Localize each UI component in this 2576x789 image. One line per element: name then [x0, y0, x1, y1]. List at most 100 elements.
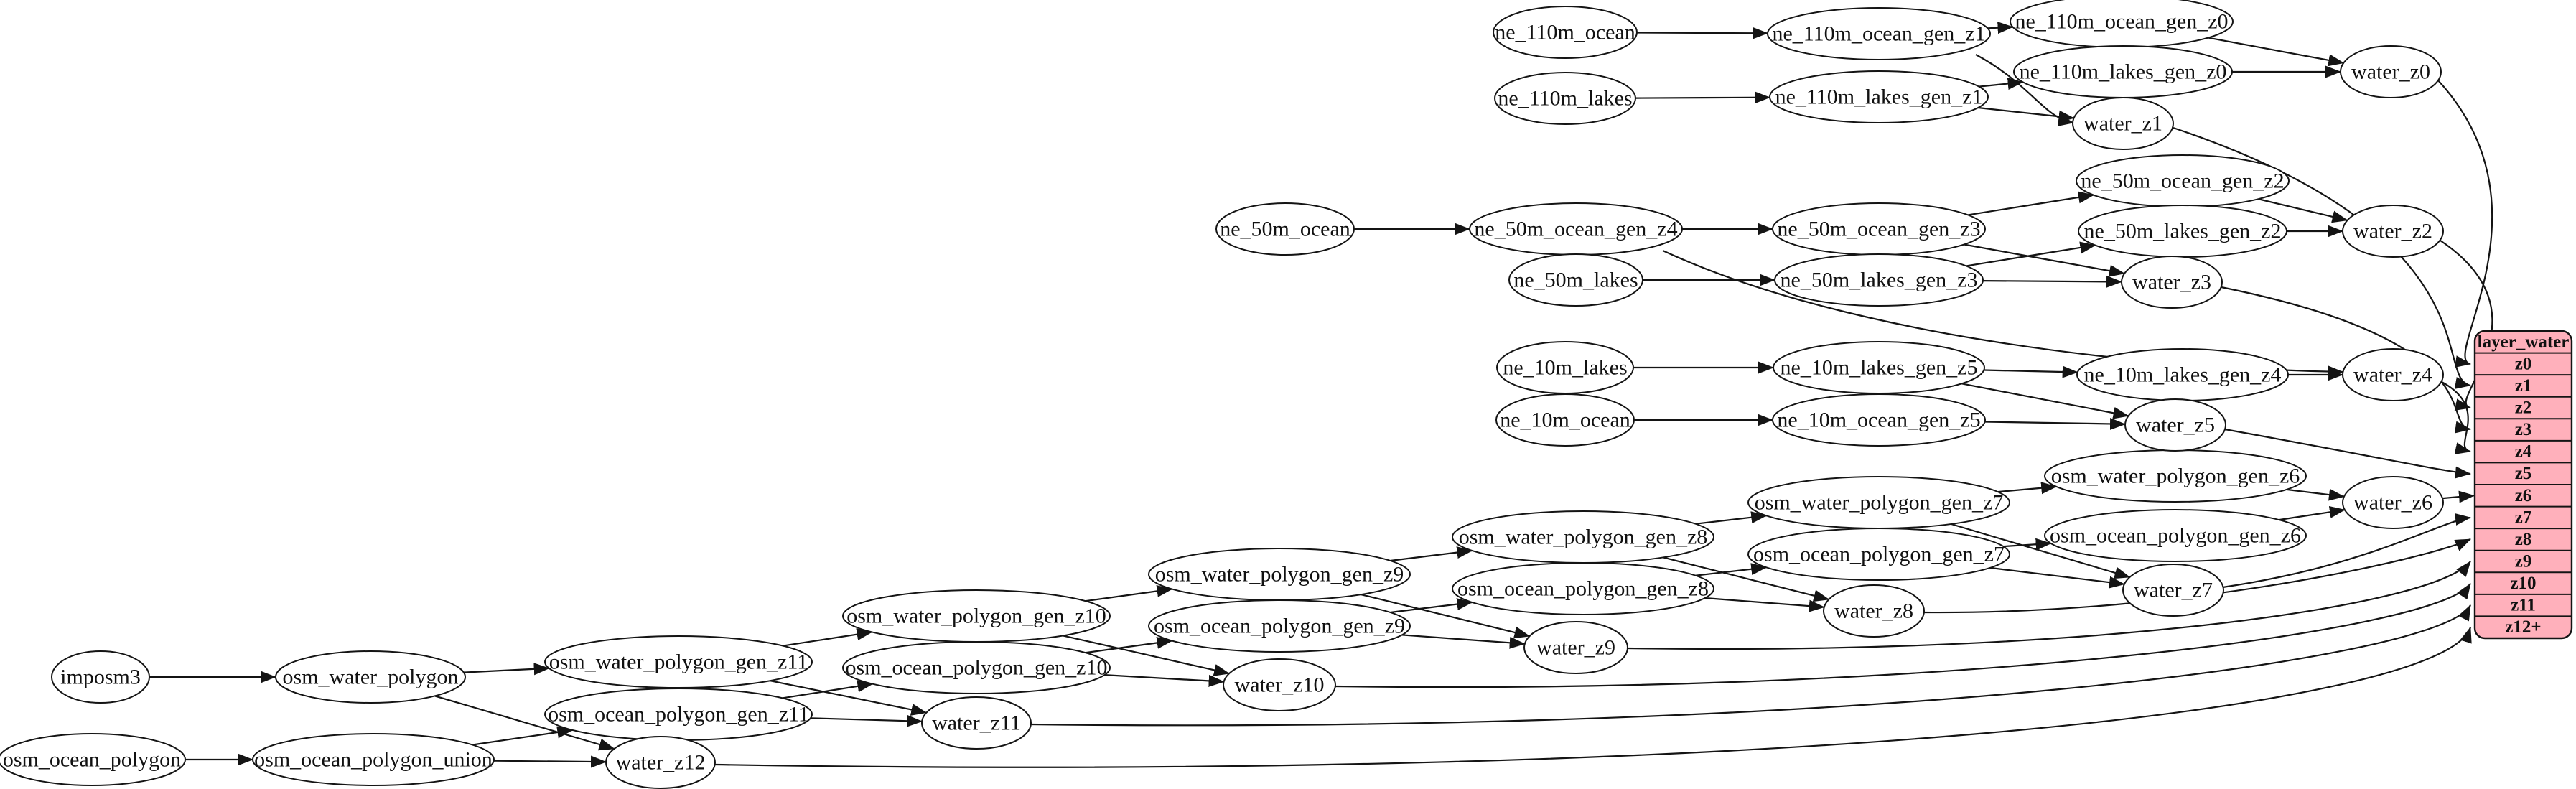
- node-label: water_z12: [616, 751, 706, 775]
- edge-ne_10m_lakes_gen_z5-water_z5: [1961, 383, 2129, 419]
- node-label: ne_10m_lakes: [1503, 356, 1627, 380]
- record-row-label: z3: [2515, 420, 2532, 439]
- node-osm_water_polygon: osm_water_polygon: [275, 650, 466, 704]
- node-osm_ocean_polygon_gen_z11: osm_ocean_polygon_gen_z11: [544, 688, 813, 741]
- record-row-label: z2: [2515, 398, 2532, 418]
- node-label: ne_50m_lakes_gen_z3: [1781, 269, 1978, 292]
- node-ne_50m_ocean: ne_50m_ocean: [1215, 202, 1355, 256]
- record-layer-water: layer_waterz0z1z2z3z4z5z6z7z8z9z10z11z12…: [2473, 330, 2573, 640]
- node-osm_water_polygon_gen_z11: osm_water_polygon_gen_z11: [544, 635, 813, 688]
- edge-osm_ocean_polygon_gen_z11-osm_ocean_polygon_gen_z10: [782, 680, 874, 699]
- edge-osm_ocean_polygon_gen_z6-water_z6: [2279, 505, 2346, 521]
- node-osm_water_polygon_gen_z8: osm_water_polygon_gen_z8: [1452, 510, 1714, 564]
- node-label: ne_110m_lakes: [1498, 87, 1632, 111]
- node-water_z6: water_z6: [2342, 476, 2444, 529]
- node-label: ne_110m_lakes_gen_z0: [2020, 60, 2227, 84]
- node-ne_10m_lakes_gen_z5: ne_10m_lakes_gen_z5: [1773, 341, 1985, 394]
- node-label: ne_110m_ocean_gen_z1: [1772, 22, 1985, 46]
- node-label: water_z11: [932, 711, 1021, 735]
- record-row-label: z4: [2515, 442, 2532, 462]
- edge-osm_water_polygon_gen_z8-water_z8: [1663, 556, 1830, 602]
- edge-ne_110m_lakes_gen_z1-water_z1: [1977, 106, 2075, 123]
- edge-osm_ocean_polygon_gen_z9-water_z9: [1401, 634, 1526, 649]
- node-label: ne_50m_lakes: [1513, 269, 1638, 292]
- node-label: osm_water_polygon_gen_z10: [846, 604, 1106, 628]
- node-ellipse: [2044, 509, 2307, 562]
- node-ellipse: [2072, 97, 2174, 150]
- edge-ne_50m_ocean_gen_z2-water_z2: [2258, 198, 2348, 223]
- node-label: ne_50m_ocean_gen_z4: [1474, 218, 1677, 241]
- node-label: water_z0: [2351, 60, 2430, 84]
- node-ne_10m_lakes: ne_10m_lakes: [1496, 341, 1634, 394]
- node-ellipse: [1452, 562, 1714, 615]
- node-label: osm_water_polygon_gen_z7: [1755, 491, 2004, 515]
- node-ellipse: [1769, 70, 1989, 123]
- record-row-label: z8: [2515, 530, 2532, 549]
- record-row-label: z10: [2510, 574, 2536, 593]
- node-ellipse: [2342, 348, 2444, 401]
- node-label: osm_water_polygon: [283, 666, 459, 689]
- node-label: osm_water_polygon_gen_z11: [549, 650, 808, 674]
- record-row-label: z5: [2515, 464, 2532, 483]
- record-row-label: z6: [2515, 486, 2532, 505]
- edge-osm_ocean_polygon_gen_z11-water_z11: [810, 714, 923, 727]
- node-ne_50m_lakes: ne_50m_lakes: [1508, 253, 1643, 307]
- edge-osm_water_polygon_gen_z10-water_z10: [1063, 635, 1230, 676]
- node-ellipse: [1215, 202, 1355, 256]
- node-ne_50m_lakes_gen_z2: ne_50m_lakes_gen_z2: [2078, 205, 2287, 258]
- node-label: water_z2: [2353, 220, 2432, 243]
- edge-water_z12-layer_water-z12+: [714, 627, 2472, 768]
- node-osm_ocean_polygon: osm_ocean_polygon: [0, 733, 186, 786]
- edge-ne_50m_lakes_gen_z3-ne_50m_lakes_gen_z2: [1966, 241, 2096, 267]
- node-label: osm_water_polygon_gen_z9: [1155, 563, 1404, 587]
- edge-water_z5-layer_water-z5: [2224, 428, 2471, 479]
- node-ne_10m_ocean_gen_z5: ne_10m_ocean_gen_z5: [1772, 393, 1986, 447]
- edge-water_z9-layer_water-z9: [1627, 561, 2471, 650]
- edge-ne_10m_ocean_gen_z5-water_z5: [1984, 417, 2126, 430]
- node-label: osm_ocean_polygon_gen_z7: [1753, 543, 2005, 566]
- node-label: water_z4: [2353, 363, 2432, 387]
- node-water_z8: water_z8: [1823, 584, 1925, 638]
- node-label: ne_110m_ocean: [1495, 21, 1635, 45]
- node-osm_ocean_polygon_gen_z9: osm_ocean_polygon_gen_z9: [1148, 599, 1411, 653]
- node-water_z11: water_z11: [921, 696, 1032, 750]
- edge-water_z11-layer_water-z11: [1030, 604, 2471, 727]
- node-ellipse: [1494, 72, 1636, 125]
- node-ellipse: [1148, 599, 1411, 653]
- edge-osm_ocean_polygon_gen_z7-osm_ocean_polygon_gen_z6: [2003, 538, 2052, 551]
- node-label: ne_50m_ocean_gen_z2: [2081, 169, 2284, 193]
- node-ellipse: [1223, 658, 1336, 711]
- node-osm_ocean_polygon_gen_z6: osm_ocean_polygon_gen_z6: [2044, 509, 2307, 562]
- edge-ne_110m_ocean_gen_z0-water_z0: [2208, 37, 2345, 67]
- node-water_z10: water_z10: [1223, 658, 1336, 711]
- edge-osm_ocean_polygon_gen_z8-osm_ocean_polygon_gen_z7: [1695, 563, 1768, 576]
- node-ne_110m_lakes_gen_z0: ne_110m_lakes_gen_z0: [2013, 45, 2233, 98]
- edge-water_z8-layer_water-z8: [1923, 538, 2471, 614]
- node-osm_ocean_polygon_gen_z8: osm_ocean_polygon_gen_z8: [1452, 562, 1714, 615]
- edge-water_z1-layer_water-z1: [2173, 126, 2471, 389]
- node-label: osm_ocean_polygon_union: [254, 748, 493, 772]
- node-ellipse: [1495, 393, 1635, 447]
- node-ne_50m_lakes_gen_z3: ne_50m_lakes_gen_z3: [1774, 253, 1984, 307]
- record-row-label: z9: [2515, 552, 2532, 571]
- node-osm_water_polygon_gen_z10: osm_water_polygon_gen_z10: [842, 589, 1111, 643]
- edge-water_z6-layer_water-z6: [2442, 490, 2475, 503]
- node-ellipse: [1523, 621, 1628, 674]
- edge-ne_10m_lakes_gen_z5-ne_10m_lakes_gen_z4: [1984, 365, 2078, 378]
- node-ellipse: [51, 650, 150, 704]
- edge-osm_ocean_polygon_gen_z10-osm_ocean_polygon_gen_z9: [1085, 636, 1173, 654]
- node-ne_110m_ocean_gen_z0: ne_110m_ocean_gen_z0: [2010, 0, 2234, 48]
- node-ne_110m_lakes_gen_z1: ne_110m_lakes_gen_z1: [1769, 70, 1989, 123]
- node-osm_ocean_polygon_gen_z10: osm_ocean_polygon_gen_z10: [842, 641, 1111, 694]
- node-ne_50m_ocean_gen_z2: ne_50m_ocean_gen_z2: [2076, 154, 2290, 207]
- edge-osm_ocean_polygon_gen_z10-water_z10: [1104, 674, 1225, 687]
- edge-water_z7-layer_water-z7: [2222, 513, 2471, 589]
- node-label: water_z9: [1536, 636, 1615, 660]
- node-ellipse: [921, 696, 1032, 750]
- node-label: ne_10m_ocean: [1500, 408, 1630, 432]
- node-ne_50m_ocean_gen_z4: ne_50m_ocean_gen_z4: [1469, 202, 1683, 256]
- node-label: water_z10: [1235, 673, 1325, 697]
